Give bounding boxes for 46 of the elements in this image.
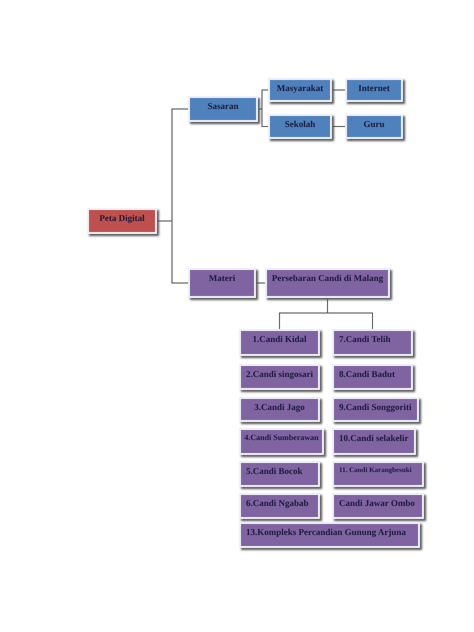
topic-label: 6.Candi Ngabab xyxy=(246,499,309,509)
topic-label: 2.Candi singosari xyxy=(246,370,314,380)
topic-box xyxy=(332,493,424,519)
topic-label: 5.Candi Bocok xyxy=(246,467,303,477)
topic-box xyxy=(345,78,403,102)
topic-box xyxy=(188,268,256,298)
topic-box xyxy=(268,78,332,102)
topic-box xyxy=(268,114,332,139)
topic-label: 4.Candi Sumberawan xyxy=(244,434,319,443)
connector-line xyxy=(332,126,346,127)
topic-label: 7.Candi Telih xyxy=(339,335,391,345)
connector-line xyxy=(327,298,373,330)
topic-label: 1.Candi Kidal xyxy=(252,335,307,345)
topic-label: Materi xyxy=(208,274,236,284)
topic-box xyxy=(332,329,413,356)
topic-box xyxy=(332,364,413,390)
topic-box xyxy=(332,397,419,422)
topic-box xyxy=(345,114,403,139)
connector-line xyxy=(156,220,188,284)
topic-label: Internet xyxy=(358,84,390,94)
topic-box xyxy=(239,461,320,487)
topic-label: Sasaran xyxy=(207,102,238,112)
topic-label: Sekolah xyxy=(284,120,316,130)
topic-label: 13.Kompleks Percandian Gunung Arjuna xyxy=(246,528,406,538)
topic-box xyxy=(239,329,320,356)
connector-line xyxy=(258,108,268,127)
topic-box xyxy=(87,208,157,234)
topic-box xyxy=(265,268,390,298)
topic-box xyxy=(239,522,420,548)
topic-box xyxy=(332,461,424,487)
topic-box xyxy=(239,364,320,390)
topic-label: Candi Jawar Ombo xyxy=(339,499,415,509)
topic-box xyxy=(188,96,258,122)
topic-box xyxy=(332,428,416,455)
topic-box xyxy=(239,493,320,519)
topic-label: Guru xyxy=(363,120,384,130)
topic-label: 9.Candi Songgoriti xyxy=(339,403,412,413)
topic-label: Peta Digital xyxy=(99,214,145,224)
topic-label: Persebaran Candi di Malang xyxy=(272,274,384,284)
topic-box xyxy=(239,397,320,422)
topic-box xyxy=(239,428,324,455)
topic-label: Masyarakat xyxy=(276,84,324,94)
connector-line xyxy=(256,282,266,284)
topic-label: 3.Candi Jago xyxy=(254,403,305,413)
topic-label: 10.Candi selakelir xyxy=(339,434,409,444)
topic-label: 8.Candi Badut xyxy=(339,370,396,380)
